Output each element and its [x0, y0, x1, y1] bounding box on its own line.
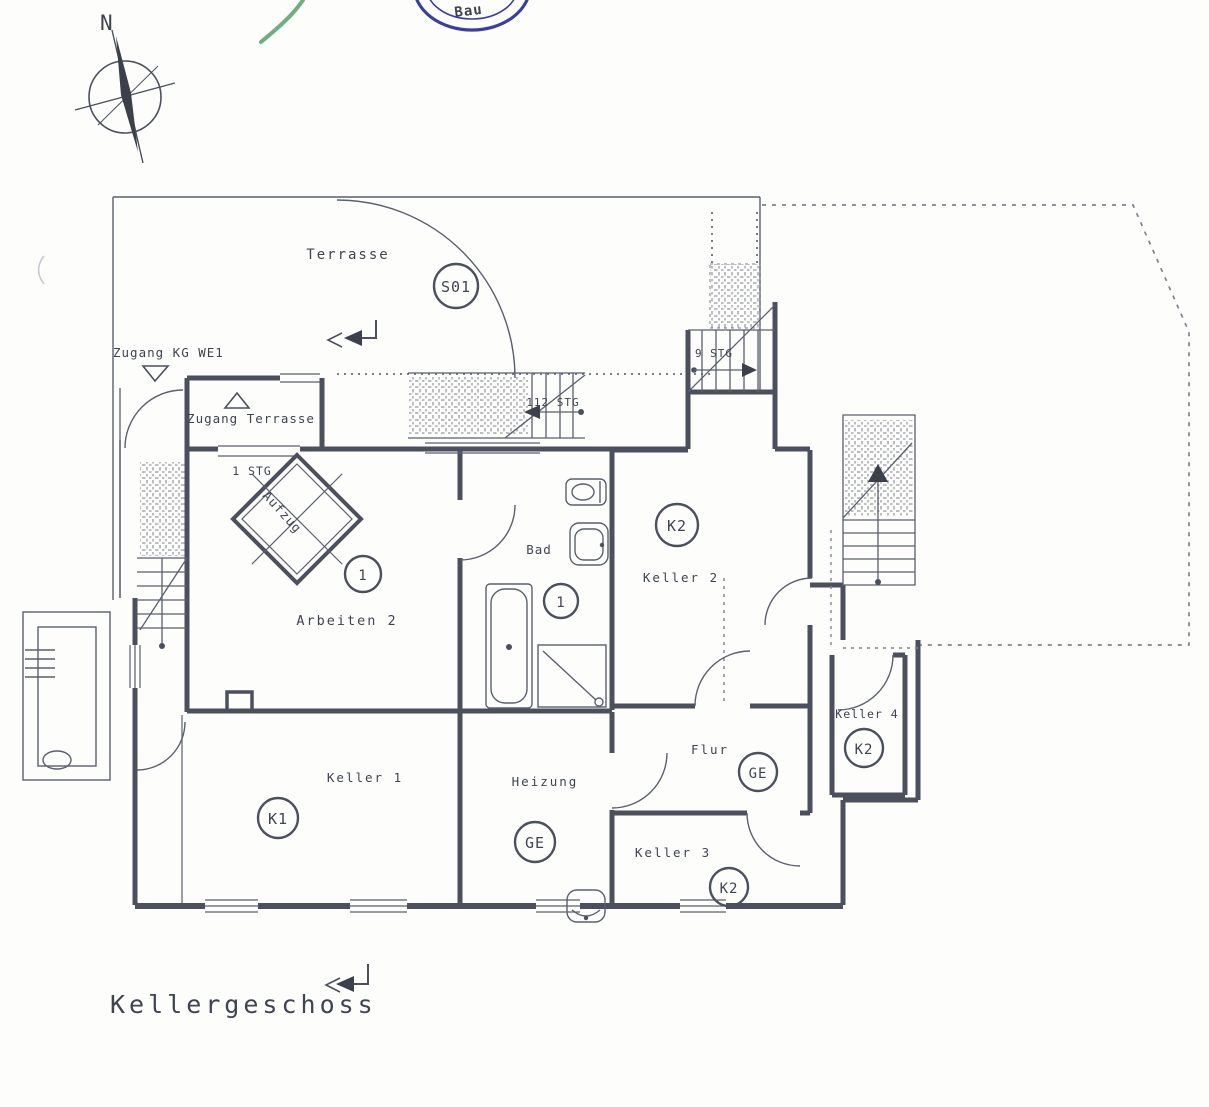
svg-text:1: 1 — [556, 595, 565, 611]
label-9stg: 9 STG — [695, 347, 733, 360]
bathtub-icon — [485, 583, 533, 709]
badge-flur: GE — [737, 751, 779, 793]
section-arrow-top — [326, 320, 377, 348]
markers — [141, 320, 377, 993]
door-heizung — [611, 752, 668, 809]
door-keller3 — [746, 812, 801, 867]
unit-badges: S01 1 1 K2 K1 GE GE K2 — [256, 262, 885, 908]
svg-text:K2: K2 — [855, 742, 874, 758]
stair-entry — [119, 388, 188, 649]
room-label-keller4: Keller 4 — [835, 707, 898, 721]
room-label-keller2: Keller 2 — [643, 570, 719, 585]
badge-bad: 1 — [542, 582, 580, 620]
lightwell — [22, 611, 111, 781]
room-labels: Terrasse Zugang KG WE1 Zugang Terrasse 1… — [113, 247, 898, 860]
svg-text:1: 1 — [358, 568, 367, 584]
svg-text:K1: K1 — [268, 810, 288, 828]
room-label-flur: Flur — [691, 742, 729, 757]
toilet-icon — [565, 478, 607, 506]
compass-icon: N — [74, 11, 176, 164]
door-terrace — [336, 199, 516, 379]
shower-icon — [537, 644, 607, 708]
svg-text:S01: S01 — [441, 278, 471, 296]
room-label-bad: Bad — [526, 542, 552, 557]
door-arcs — [124, 199, 894, 867]
badge-keller3: K2 — [708, 866, 750, 908]
label-zugang-terrasse: Zugang Terrasse — [187, 411, 315, 426]
badge-keller4: K2 — [843, 727, 885, 769]
stair-hatch-zones — [140, 263, 913, 556]
label-zugang-kg: Zugang KG WE1 — [113, 345, 224, 360]
bath-fixtures — [485, 478, 609, 923]
room-label-keller3: Keller 3 — [635, 845, 711, 860]
heizung-sink-icon — [566, 889, 606, 923]
scan-smudge — [37, 255, 45, 285]
window-glyphs — [129, 373, 726, 913]
room-label-arbeiten2: Arbeiten 2 — [296, 613, 397, 629]
room-label-terrasse: Terrasse — [306, 247, 389, 263]
floor-title: Kellergeschoss — [110, 990, 377, 1019]
badge-keller1: K1 — [256, 796, 300, 840]
badge-arbeiten2: 1 — [343, 554, 383, 594]
stair-112stg — [408, 372, 586, 439]
door-flur-landing — [764, 577, 813, 626]
terrace-dotted-edge — [337, 212, 758, 375]
wall-pillar — [225, 690, 254, 712]
label-112stg: 112 STG — [526, 396, 579, 409]
stair-southeast — [842, 414, 916, 586]
terrace-triangle-icon — [223, 391, 251, 409]
sink-icon — [569, 522, 609, 566]
door-entry-kg — [124, 389, 184, 449]
door-bad — [459, 504, 516, 561]
entry-triangle-icon — [141, 365, 170, 383]
signature-mark — [259, 0, 305, 44]
section-arrow-bottom — [324, 964, 369, 993]
site-boundary-dashed — [762, 204, 1190, 646]
stair-9stg — [687, 304, 776, 393]
svg-text:GE: GE — [525, 834, 545, 852]
room-label-heizung: Heizung — [512, 774, 579, 789]
room-label-keller1: Keller 1 — [327, 770, 403, 785]
compass-north-label: N — [100, 11, 114, 35]
svg-text:K2: K2 — [667, 517, 687, 535]
building-walls — [132, 302, 921, 905]
svg-text:GE: GE — [749, 766, 768, 782]
label-1stg: 1 STG — [232, 464, 272, 478]
badge-heizung: GE — [513, 820, 557, 864]
door-keller4 — [837, 654, 894, 711]
svg-text:K2: K2 — [720, 881, 739, 897]
approval-stamp-icon: Bau — [415, 0, 529, 32]
stamp-text: Bau — [454, 2, 484, 21]
interior-dashed-lines — [723, 530, 918, 705]
door-keller2 — [694, 650, 751, 707]
badge-keller2: K2 — [654, 502, 700, 548]
badge-s01: S01 — [432, 262, 480, 310]
door-keller1 — [136, 721, 186, 771]
